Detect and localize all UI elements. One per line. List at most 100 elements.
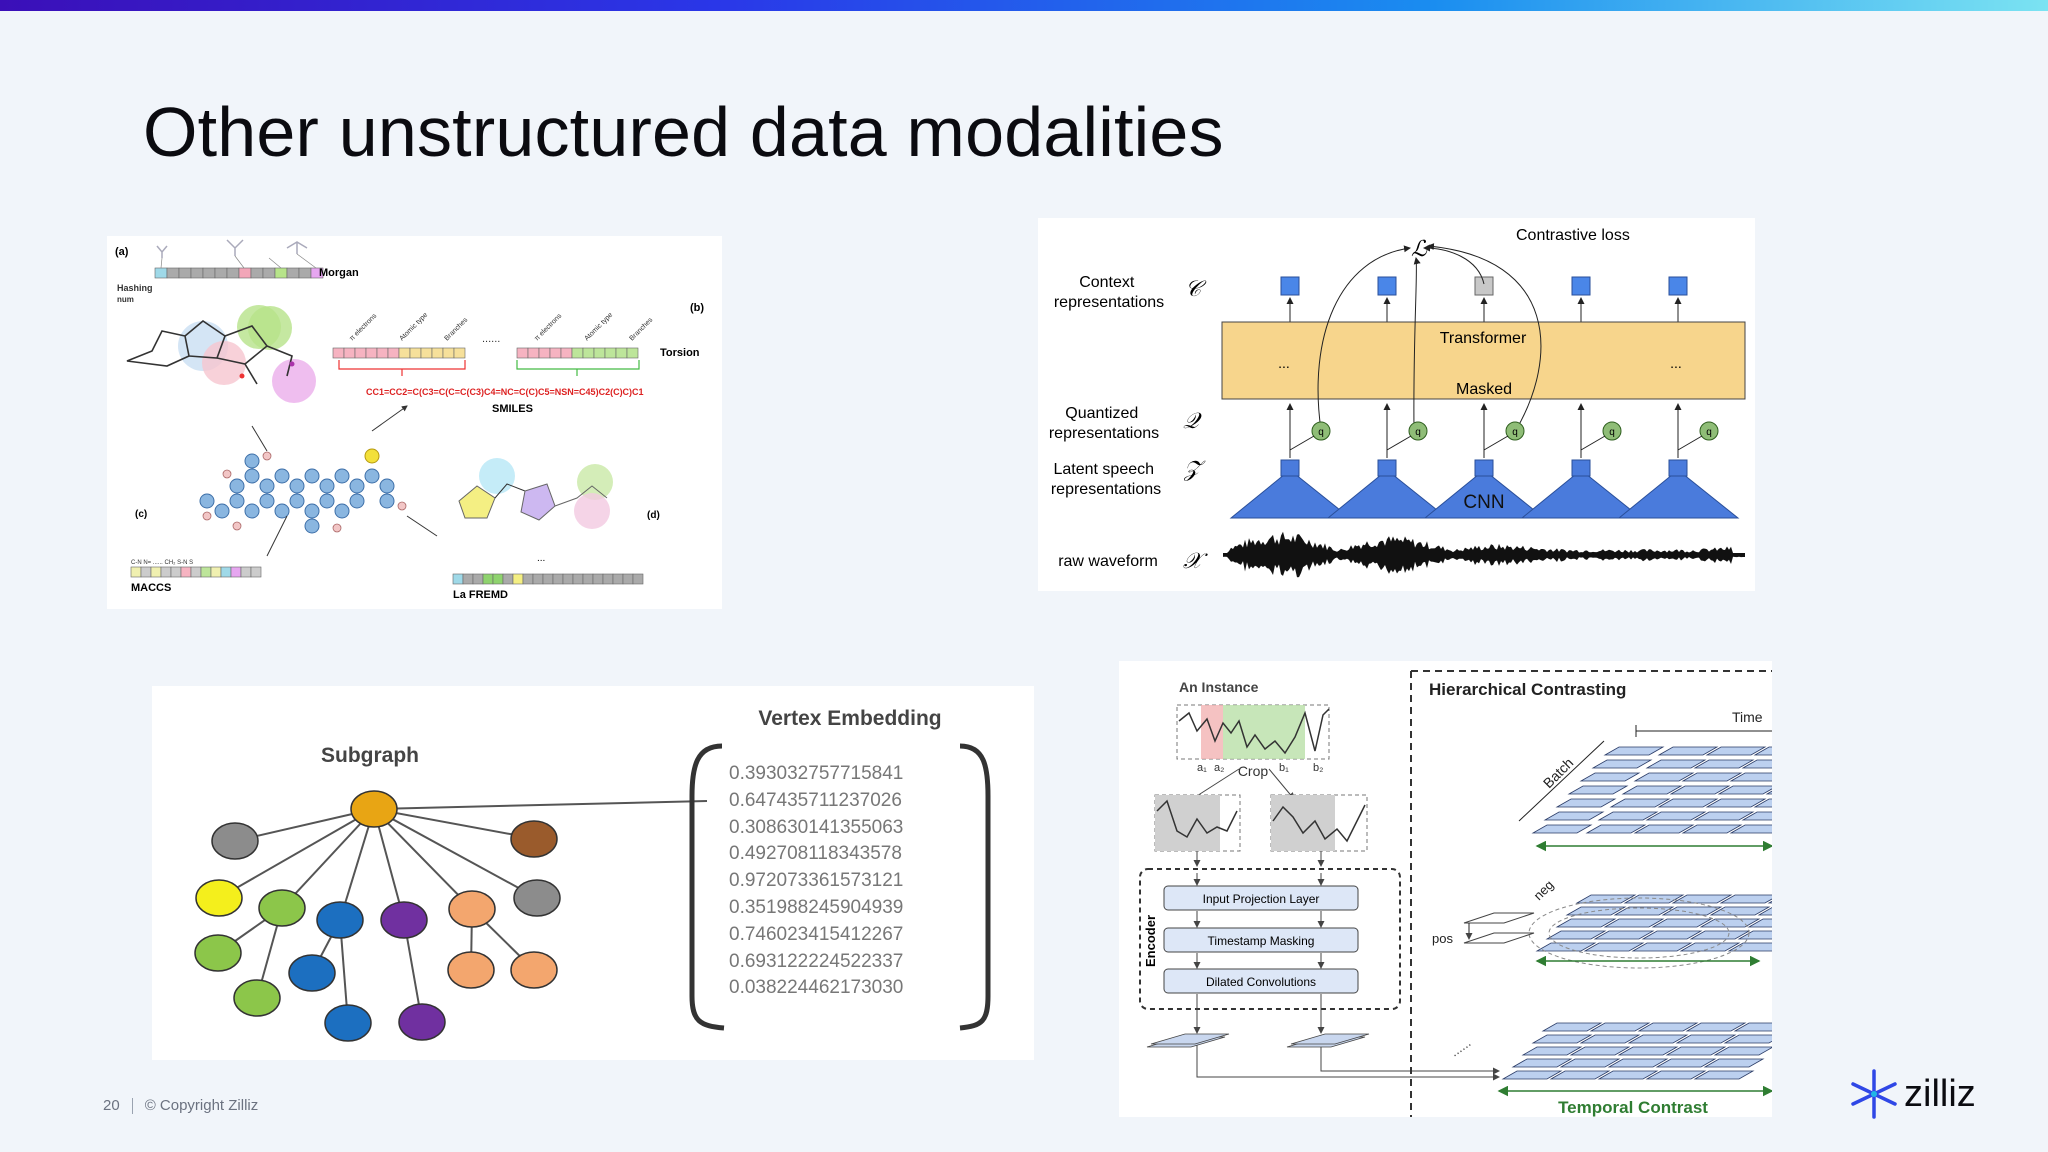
zilliz-star-icon (1851, 1069, 1897, 1119)
representation-slab (1693, 759, 1755, 769)
torsion-label: Branches (443, 316, 469, 342)
lafremd-dots: ... (537, 553, 545, 564)
representation-slab (1713, 1046, 1772, 1056)
layer-label: Dilated Convolutions (1206, 975, 1316, 989)
page-number: 20 (103, 1097, 120, 1114)
representation-slab (1669, 785, 1731, 795)
quantized-label: Quantized representations (1049, 405, 1159, 442)
representation-slab (1621, 785, 1683, 795)
representation-slab (1597, 811, 1659, 821)
representation-slab (1641, 930, 1703, 940)
representation-slab (1741, 811, 1772, 821)
representation-slab (1747, 918, 1772, 928)
node-gray (211, 822, 259, 860)
label-b: (b) (690, 302, 704, 314)
num-label: num (117, 295, 134, 304)
quantizer-nodes: q q q q q (1311, 421, 1719, 441)
representation-slab (1651, 918, 1713, 928)
latent-label: Latent speech representations (1051, 461, 1161, 498)
subgraph-embedding-figure: Subgraph Vertex Embedding 0.393032757715… (152, 686, 1034, 1060)
latent-label-line1: Latent speech (1054, 461, 1155, 478)
representation-slab (1645, 1070, 1707, 1080)
node-green (233, 979, 281, 1017)
node-orange (510, 951, 558, 989)
dots-label: ...... (1447, 1035, 1473, 1060)
embedding-values: 0.393032757715841 0.647435711237026 0.30… (729, 763, 903, 998)
representation-slab (1753, 746, 1772, 756)
representation-slab (1693, 811, 1755, 821)
smiles-string: CC1=CC2=C(C3=C(C=C(C3)C4=NC=C(C)C5=NSN=C… (366, 387, 644, 397)
representation-slab (1603, 918, 1665, 928)
representation-slab (1681, 772, 1743, 782)
representation-slab (1559, 1058, 1621, 1068)
embedding-value: 0.972073361573121 (729, 870, 903, 891)
wav2vec-figure: Contrastive loss ℒ Context representatio… (1038, 218, 1755, 591)
representation-slab (1645, 759, 1707, 769)
copyright: © Copyright Zilliz (144, 1097, 259, 1114)
pos-label: pos (1432, 931, 1453, 946)
right-bracket (959, 743, 991, 1031)
molecule-d (458, 458, 613, 529)
representation-slab (1579, 772, 1641, 782)
representation-slab (1569, 1046, 1631, 1056)
representation-slab (1617, 1046, 1679, 1056)
slab-stack-batch (1531, 746, 1772, 834)
representation-slab (1549, 1070, 1611, 1080)
representation-slab (1591, 759, 1653, 769)
embedding-value: 0.393032757715841 (729, 763, 903, 784)
representation-slab (1693, 1070, 1755, 1080)
loss-symbol: ℒ (1411, 236, 1428, 261)
representation-slab (1613, 906, 1675, 916)
maccs-bit-vector (130, 566, 262, 578)
a2-label: a₂ (1214, 762, 1224, 774)
label-a: (a) (115, 246, 129, 258)
node-gray (513, 879, 561, 917)
an-instance-label: An Instance (1179, 679, 1259, 695)
node-purple (398, 1003, 446, 1041)
representation-slab (1585, 824, 1647, 834)
representation-slab (1705, 798, 1767, 808)
representation-slab (1567, 785, 1629, 795)
representation-slab (1607, 1058, 1669, 1068)
representation-slab (1733, 1022, 1772, 1032)
representation-slab (1633, 772, 1695, 782)
neg-arc (1548, 907, 1730, 959)
embedding-value: 0.351988245904939 (729, 897, 903, 918)
label-d: (d) (647, 510, 660, 521)
representation-slab (1675, 1034, 1737, 1044)
representation-slab (1665, 1046, 1727, 1056)
context-arrows (1286, 297, 1682, 322)
torsion-label: π electrons (533, 312, 563, 342)
crop-right-fill (1271, 795, 1335, 851)
representation-slab (1555, 918, 1617, 928)
representation-slab (1719, 894, 1772, 904)
slide-title: Other unstructured data modalities (143, 93, 1224, 171)
embedding-value: 0.693122224522337 (729, 951, 903, 972)
context-symbol: 𝒞 (1185, 276, 1207, 301)
representation-slab (1767, 900, 1772, 904)
subgraph-label: Subgraph (321, 744, 419, 767)
representation-slab (1583, 942, 1645, 952)
q-label: q (1415, 427, 1421, 438)
layer-box (1163, 927, 1359, 953)
maccs-keys: C-N N= ...... CH₂ S-N S (131, 560, 193, 566)
representation-slab (1723, 1034, 1772, 1044)
lafremd-label: La FREMD (453, 589, 508, 601)
cnn-label: CNN (1463, 492, 1504, 513)
representation-slab (1699, 918, 1761, 928)
contrastive-loss-label: Contrastive loss (1516, 227, 1630, 244)
slab-stack-temporal (1501, 1022, 1772, 1080)
context-vectors (1280, 276, 1688, 296)
embedding-value: 0.038224462173030 (729, 977, 903, 998)
timeseries-contrastive-figure: An Instance a₁ a₂ b₁ b₂ Crop Encoder Inp… (1119, 661, 1772, 1117)
representation-slab (1627, 1034, 1689, 1044)
embedding-value: 0.308630141355063 (729, 817, 903, 838)
footer-divider (131, 1097, 133, 1114)
layer-box (1163, 968, 1359, 994)
representation-slab (1753, 798, 1772, 808)
representation-slab (1593, 930, 1655, 940)
masked-label: Masked (1456, 381, 1512, 398)
crop-label: Crop (1238, 763, 1269, 779)
torsion-label: Atomic type (583, 312, 614, 343)
representation-slab (1535, 942, 1597, 952)
